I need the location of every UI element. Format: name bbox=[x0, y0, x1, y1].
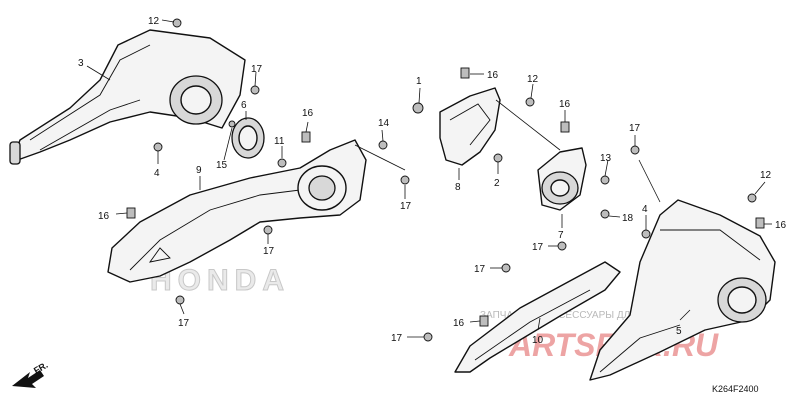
bolt-12b bbox=[525, 97, 535, 107]
callout-17c: 17 bbox=[263, 246, 275, 257]
callout-9: 9 bbox=[196, 165, 202, 176]
callout-12a: 12 bbox=[148, 16, 160, 27]
callout-17e: 17 bbox=[629, 123, 641, 134]
callout-17a: 17 bbox=[251, 64, 263, 75]
bolt-12a bbox=[172, 18, 182, 28]
washer-2 bbox=[493, 153, 503, 163]
clip-16f bbox=[479, 315, 489, 327]
fasteners bbox=[126, 18, 765, 342]
front-label: FR. bbox=[32, 360, 50, 376]
callout-1: 1 bbox=[416, 76, 422, 87]
clip-16e bbox=[755, 217, 765, 229]
front-arrow-icon bbox=[12, 370, 44, 388]
callout-16a: 16 bbox=[302, 108, 314, 119]
callout-16f: 16 bbox=[453, 318, 465, 329]
clip-16c bbox=[460, 67, 470, 79]
clip-16d bbox=[560, 121, 570, 133]
leader-lines bbox=[86, 19, 772, 338]
bolt-12c bbox=[747, 193, 757, 203]
grommet-15 bbox=[228, 120, 236, 128]
callout-6: 6 bbox=[241, 100, 247, 111]
callout-3: 3 bbox=[78, 58, 84, 69]
bolt-18 bbox=[600, 209, 610, 219]
part-9-left-lower-cover bbox=[107, 139, 367, 283]
callout-17d: 17 bbox=[178, 318, 190, 329]
bolt-17c bbox=[263, 225, 273, 235]
callout-17f: 17 bbox=[532, 242, 544, 253]
callout-12b: 12 bbox=[527, 74, 539, 85]
part-5-right-inner-cover bbox=[589, 199, 776, 381]
grommet-4a bbox=[153, 142, 163, 152]
bolt-17b bbox=[400, 175, 410, 185]
callout-8: 8 bbox=[455, 182, 461, 193]
callout-17g: 17 bbox=[474, 264, 486, 275]
diagram-code: K264F2400 bbox=[712, 384, 759, 394]
callout-11: 11 bbox=[274, 136, 285, 147]
bolt-13 bbox=[600, 175, 610, 185]
callout-16d: 16 bbox=[559, 99, 571, 110]
callout-16e: 16 bbox=[775, 220, 787, 231]
callout-12c: 12 bbox=[760, 170, 772, 181]
grommet-4b bbox=[641, 229, 651, 239]
part-7-switch bbox=[537, 147, 587, 211]
callout-10: 10 bbox=[532, 335, 544, 346]
callout-17b: 17 bbox=[400, 201, 412, 212]
callouts: 12 3 17 6 4 16 11 15 14 17 9 16 17 17 16… bbox=[78, 16, 787, 346]
callout-17h: 17 bbox=[391, 333, 403, 344]
callout-16c: 16 bbox=[487, 70, 499, 81]
watermark-line: ЗАПЧАСТИ И АКСЕССУАРЫ ДЛЯ МОТОТЕХНИКИ bbox=[480, 310, 717, 321]
callout-14: 14 bbox=[378, 118, 390, 129]
screw-11 bbox=[277, 158, 287, 168]
callout-18: 18 bbox=[622, 213, 634, 224]
part-10-lower-trim bbox=[454, 261, 621, 373]
callout-4b: 4 bbox=[642, 204, 648, 215]
clip-16b bbox=[126, 207, 136, 219]
front-direction-marker: FR. bbox=[12, 360, 50, 388]
callout-4a: 4 bbox=[154, 168, 160, 179]
callout-15: 15 bbox=[216, 160, 228, 171]
callout-16b: 16 bbox=[98, 211, 110, 222]
collar-1 bbox=[412, 102, 424, 114]
bolt-17d bbox=[175, 295, 185, 305]
clip-16a bbox=[301, 131, 311, 143]
bolt-14 bbox=[378, 140, 388, 150]
callout-5: 5 bbox=[676, 326, 682, 337]
callout-2: 2 bbox=[494, 178, 500, 189]
bolt-17g bbox=[501, 263, 511, 273]
bolt-17a bbox=[250, 85, 260, 95]
callout-13: 13 bbox=[600, 153, 612, 164]
bolt-17e bbox=[630, 145, 640, 155]
part-8-bracket bbox=[439, 87, 501, 166]
bolt-17f bbox=[557, 241, 567, 251]
part-3-left-inner-cover bbox=[9, 29, 246, 165]
callout-7: 7 bbox=[558, 230, 564, 241]
part-6-ring bbox=[231, 117, 265, 159]
bolt-17h bbox=[423, 332, 433, 342]
